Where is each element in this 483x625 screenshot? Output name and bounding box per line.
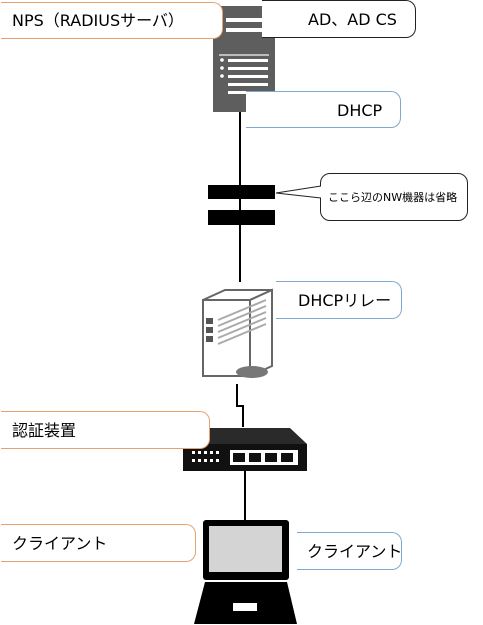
laptop-icon — [194, 520, 297, 624]
nps-label: NPS（RADIUSサーバ） — [12, 11, 184, 30]
auth-label-box: 認証装置 — [1, 411, 210, 449]
auth-label: 認証装置 — [12, 421, 77, 440]
switch-icon — [183, 428, 307, 471]
nps-label-box: NPS（RADIUSサーバ） — [1, 2, 223, 39]
nw-note-label: ここら辺のNW機器は省略 — [328, 191, 458, 204]
dhcp-relay-label-box: DHCPリレー — [276, 281, 402, 319]
link-relay-switch — [236, 384, 244, 427]
ad-label: AD、AD CS — [308, 10, 397, 29]
client-left-label: クライアント — [12, 534, 108, 553]
dhcp-relay-label: DHCPリレー — [298, 291, 392, 310]
client-right-label: クライアント — [307, 542, 403, 561]
client-right-label-box: クライアント — [297, 532, 402, 570]
dhcp-label-box: DHCP — [246, 91, 401, 128]
dhcp-label: DHCP — [337, 101, 383, 120]
nw-note-box: ここら辺のNW機器は省略 — [320, 173, 468, 221]
network-device-icon — [208, 185, 275, 225]
ad-label-box: AD、AD CS — [262, 0, 416, 38]
dhcp-relay-device-icon — [202, 288, 273, 378]
client-left-label-box: クライアント — [1, 524, 196, 562]
